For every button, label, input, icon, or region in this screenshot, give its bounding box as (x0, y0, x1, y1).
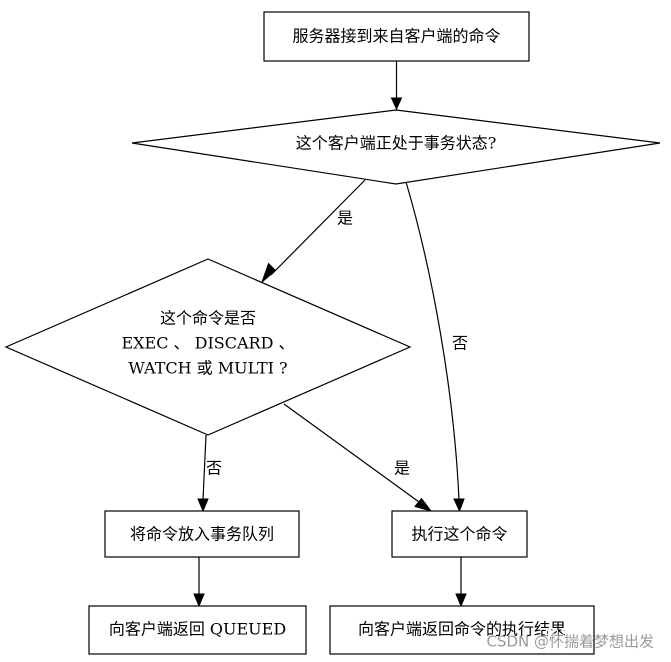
node-reply-result-label: 向客户端返回命令的执行结果 (358, 620, 566, 639)
node-receive-command-label: 服务器接到来自客户端的命令 (292, 27, 500, 46)
node-reply-result (329, 605, 595, 655)
edge-special-yes (283, 403, 420, 503)
watermark-csdn: CSDN @怀揣着梦想出发 (486, 633, 654, 651)
edge-in-tx-no-label: 否 (452, 334, 468, 353)
arrowhead (414, 497, 433, 512)
edge-special-yes-label: 是 (394, 459, 410, 478)
decision-special-command (4, 258, 412, 436)
edge-special-no-label: 否 (206, 459, 222, 478)
decision-in-transaction-label: 这个客户端正处于事务状态? (296, 134, 497, 153)
arrowhead (197, 498, 209, 513)
arrowhead (260, 262, 277, 284)
node-enqueue-label: 将命令放入事务队列 (130, 525, 274, 544)
decision-special-command-line1: 这个命令是否 (160, 309, 256, 328)
decision-special-command-line3: WATCH 或 MULTI ? (128, 359, 287, 378)
edge-special-no (202, 434, 207, 501)
node-receive-command (263, 11, 530, 62)
node-enqueue (104, 510, 300, 558)
arrowhead (193, 593, 205, 608)
edge-in-tx-no (405, 181, 460, 501)
edge-in-tx-yes-label: 是 (337, 209, 353, 228)
decision-in-transaction (131, 109, 661, 185)
node-reply-queued-label: 向客户端返回 QUEUED (109, 620, 286, 639)
arrowhead (455, 593, 467, 608)
arrowhead (453, 498, 465, 513)
decision-special-command-line2: EXEC 、 DISCARD 、 (121, 334, 294, 353)
arrowhead (390, 97, 403, 111)
node-execute-label: 执行这个命令 (411, 525, 507, 544)
node-execute (391, 510, 528, 558)
watermark-zhihu: 知乎 @慕课研发 (544, 627, 654, 645)
edge-in-tx-yes (270, 179, 366, 276)
node-reply-queued (88, 605, 307, 655)
